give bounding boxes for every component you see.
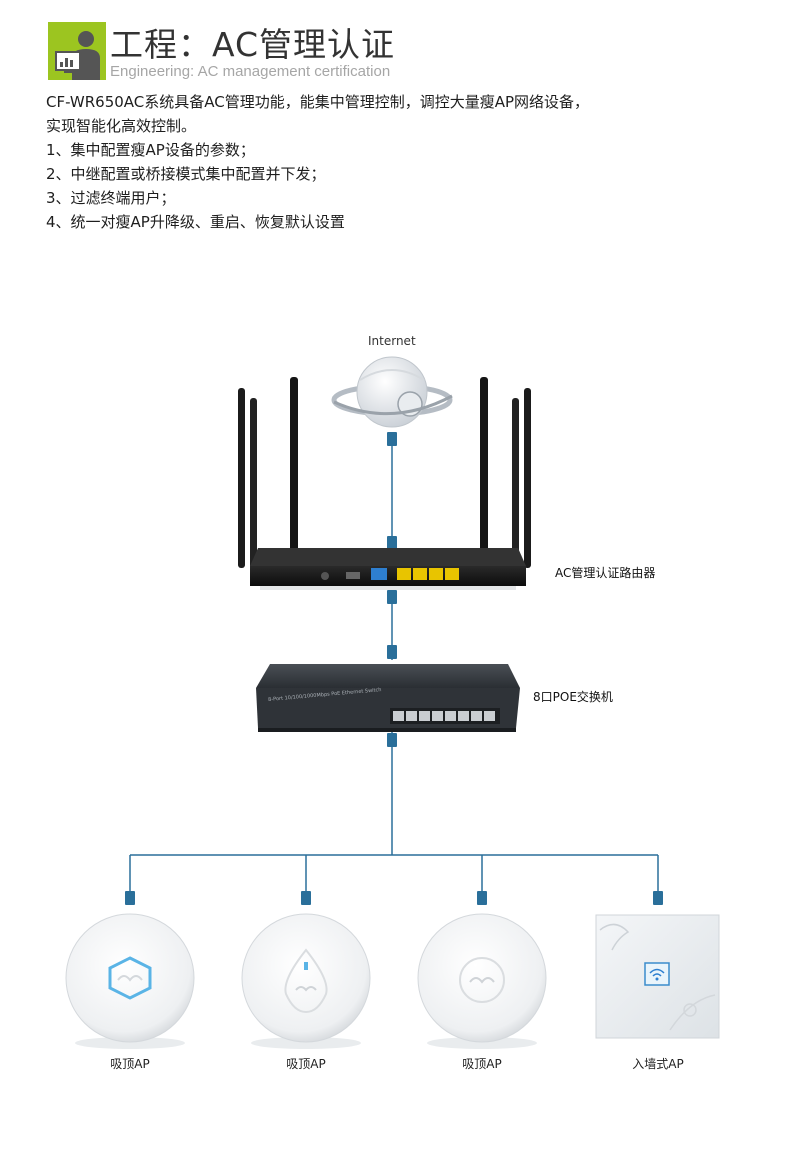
rj45-connector-icon bbox=[125, 891, 135, 905]
ap-label: 入墙式AP bbox=[632, 1057, 684, 1071]
ap-label: 吸顶AP bbox=[110, 1057, 150, 1071]
intro-line: 实现智能化高效控制。 bbox=[46, 117, 197, 135]
rj45-connector-icon bbox=[387, 536, 397, 549]
intro-line: CF-WR650AC系统具备AC管理功能，能集中管理控制，调控大量瘦AP网络设备… bbox=[46, 93, 590, 111]
rj45-connector-icon bbox=[387, 733, 397, 747]
ceiling-ap-3 bbox=[417, 913, 547, 1049]
feature-item: 2、中继配置或桥接模式集中配置并下发； bbox=[46, 165, 326, 183]
rj45-connector-icon bbox=[653, 891, 663, 905]
feature-item: 3、过滤终端用户； bbox=[46, 189, 176, 207]
poe-switch bbox=[256, 664, 520, 732]
ceiling-ap-1 bbox=[65, 913, 195, 1049]
ceiling-ap-2 bbox=[241, 913, 371, 1049]
description: CF-WR650AC系统具备AC管理功能，能集中管理控制，调控大量瘦AP网络设备… bbox=[46, 90, 589, 234]
ap-label: 吸顶AP bbox=[286, 1057, 326, 1071]
engineer-icon bbox=[55, 31, 100, 80]
rj45-connector-icon bbox=[477, 891, 487, 905]
internet-globe-icon bbox=[331, 356, 453, 428]
switch-ports bbox=[390, 708, 500, 724]
rj45-connector-icon bbox=[301, 891, 311, 905]
ap-label: 吸顶AP bbox=[462, 1057, 502, 1071]
page-title: 工程：AC管理认证 bbox=[110, 25, 396, 64]
switch-label: 8口POE交换机 bbox=[533, 690, 613, 704]
router-label: AC管理认证路由器 bbox=[555, 566, 656, 580]
engineer-logo bbox=[48, 22, 106, 80]
rj45-connector-icon bbox=[387, 645, 397, 659]
feature-item: 1、集中配置瘦AP设备的参数； bbox=[46, 141, 255, 159]
rj45-connector-icon bbox=[387, 590, 397, 604]
in-wall-ap bbox=[595, 914, 720, 1039]
feature-item: 4、统一对瘦AP升降级、重启、恢复默认设置 bbox=[46, 213, 345, 231]
rj45-connector-icon bbox=[387, 432, 397, 446]
internet-label: Internet bbox=[368, 334, 416, 348]
ac-router bbox=[238, 377, 531, 590]
page-subtitle: Engineering: AC management certification bbox=[110, 63, 391, 80]
wifi-icon bbox=[649, 968, 665, 981]
